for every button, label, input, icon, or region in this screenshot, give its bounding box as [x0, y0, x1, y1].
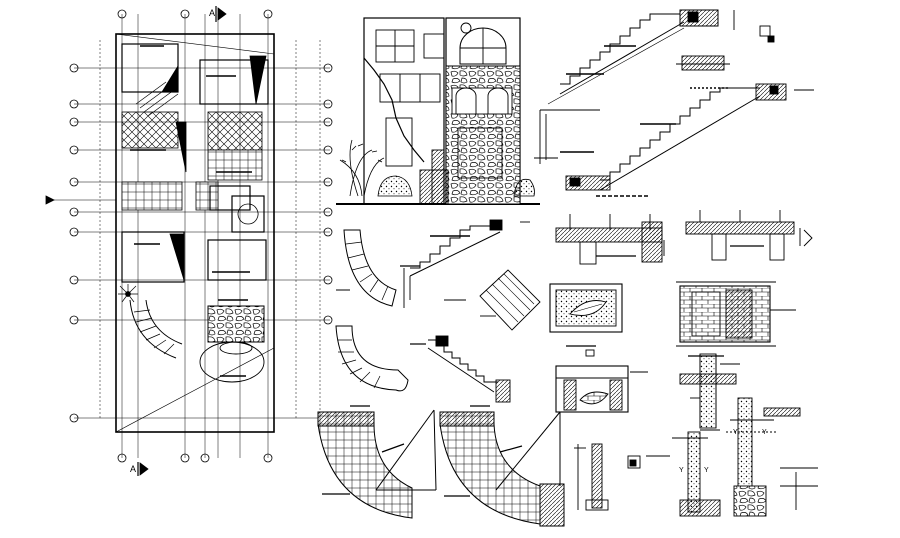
stair-section-upper	[547, 9, 775, 105]
beam-section-1	[555, 214, 665, 265]
plan-dimension-labels	[130, 45, 252, 377]
plan-outer-wall	[115, 33, 275, 433]
detail-y-label-2: Y	[762, 429, 767, 436]
curved-stair-small-2	[335, 325, 409, 392]
detail-y-label-3: Y	[679, 467, 684, 474]
section-mark-bottom: A	[130, 462, 149, 476]
stair-plan-rotated	[479, 269, 541, 331]
curved-stair-large-2	[439, 405, 565, 527]
footing-detail-leaf	[549, 283, 623, 357]
beam-section-2	[685, 210, 813, 261]
plan-grid-bubbles-top	[117, 9, 273, 463]
plan-curved-stair	[129, 299, 183, 359]
column-detail-1	[679, 353, 740, 429]
side-marker-left	[45, 195, 116, 205]
plan-grid-columns	[99, 14, 321, 458]
section-mark-top: A	[209, 6, 227, 22]
column-detail-4	[574, 443, 670, 511]
plan-garden-stone	[207, 305, 265, 343]
plan-bath-tiles	[207, 149, 263, 181]
front-elevation	[336, 17, 540, 205]
detail-y-label-4: Y	[704, 467, 709, 474]
stair-section-small	[410, 335, 511, 403]
stair-section-lower	[534, 83, 814, 197]
column-detail-2: Y Y	[726, 397, 818, 517]
plan-grid-rows	[74, 67, 330, 419]
elevation-plants	[339, 139, 535, 197]
stair-section-mid	[400, 219, 530, 308]
section-label-bottom: A	[130, 464, 136, 474]
footing-detail-2	[555, 365, 648, 413]
column-detail-3: Y Y	[672, 429, 721, 517]
plan-plant-icon	[118, 284, 138, 303]
curved-stair-plan-small	[336, 229, 397, 307]
section-label-top: A	[209, 8, 215, 18]
detail-y-label-1: Y	[733, 429, 738, 436]
plan-stair-diagonal	[135, 81, 179, 117]
plan-kitchen-tiles	[207, 111, 263, 151]
plan-grid-bubbles-left	[69, 63, 333, 423]
elevation-stair	[363, 57, 425, 163]
brick-wall-detail	[676, 281, 796, 357]
curved-stair-large-1	[317, 405, 437, 519]
floor-plan: A A	[45, 6, 333, 476]
